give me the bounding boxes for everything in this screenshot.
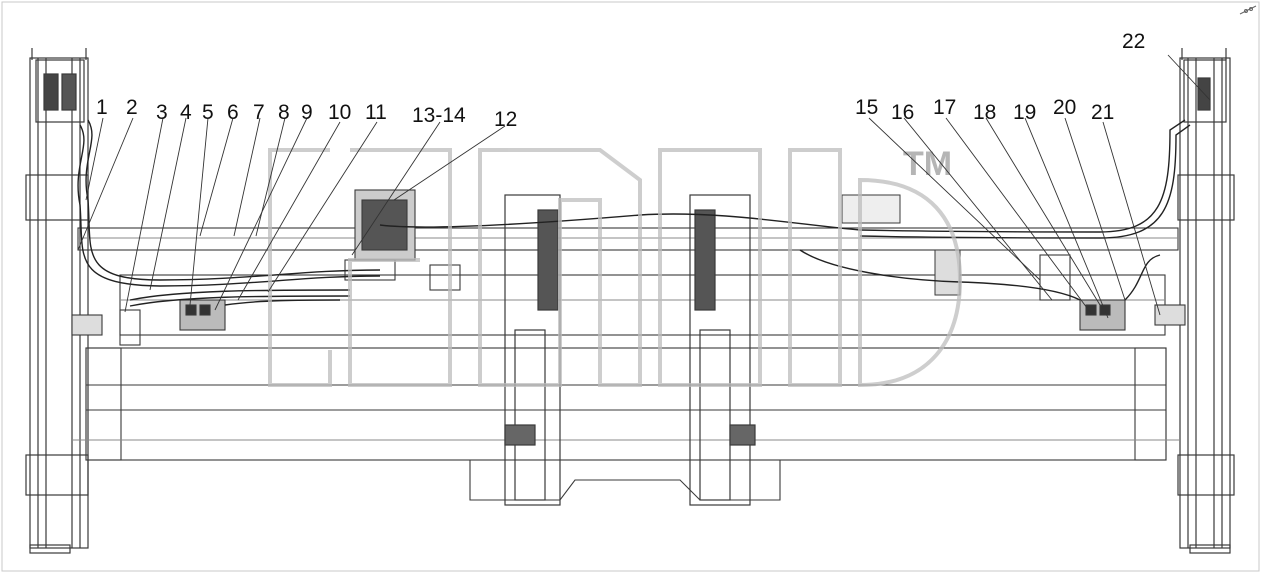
watermark-tm: TM bbox=[903, 145, 952, 183]
callout-15: 15 bbox=[855, 96, 878, 119]
callout-22: 22 bbox=[1122, 30, 1145, 53]
callout-13-14: 13-14 bbox=[412, 104, 466, 127]
callout-12: 12 bbox=[494, 108, 517, 131]
callout-4: 4 bbox=[180, 101, 192, 124]
left-mast bbox=[25, 48, 89, 554]
right-mast bbox=[1177, 48, 1235, 554]
callout-8: 8 bbox=[278, 101, 290, 124]
callout-11: 11 bbox=[365, 101, 387, 124]
fork-base bbox=[469, 460, 781, 501]
hydraulic-hoses bbox=[77, 119, 1191, 307]
callout-17: 17 bbox=[933, 96, 956, 119]
callout-21: 21 bbox=[1091, 101, 1114, 124]
callout-5: 5 bbox=[202, 101, 214, 124]
callout-3: 3 bbox=[156, 101, 168, 124]
left-fork bbox=[504, 194, 561, 506]
callout-9: 9 bbox=[301, 101, 313, 124]
sensor-block bbox=[934, 249, 961, 296]
callout-10: 10 bbox=[328, 101, 351, 124]
left-valve-block bbox=[71, 299, 226, 346]
right-fork bbox=[689, 194, 756, 506]
callout-16: 16 bbox=[891, 101, 914, 124]
callout-7: 7 bbox=[253, 101, 265, 124]
watermark-logo bbox=[268, 148, 963, 388]
callout-1: 1 bbox=[96, 96, 108, 119]
callout-19: 19 bbox=[1013, 101, 1036, 124]
right-valve-block bbox=[1039, 254, 1186, 331]
callout-2: 2 bbox=[126, 96, 138, 119]
carriage-beam bbox=[72, 347, 1180, 461]
leader-lines bbox=[77, 54, 1211, 319]
callout-18: 18 bbox=[973, 101, 996, 124]
junction-box bbox=[841, 194, 901, 224]
callout-20: 20 bbox=[1053, 96, 1076, 119]
corner-mark bbox=[1239, 5, 1257, 15]
frame-rails bbox=[77, 227, 1179, 336]
callout-6: 6 bbox=[227, 101, 239, 124]
